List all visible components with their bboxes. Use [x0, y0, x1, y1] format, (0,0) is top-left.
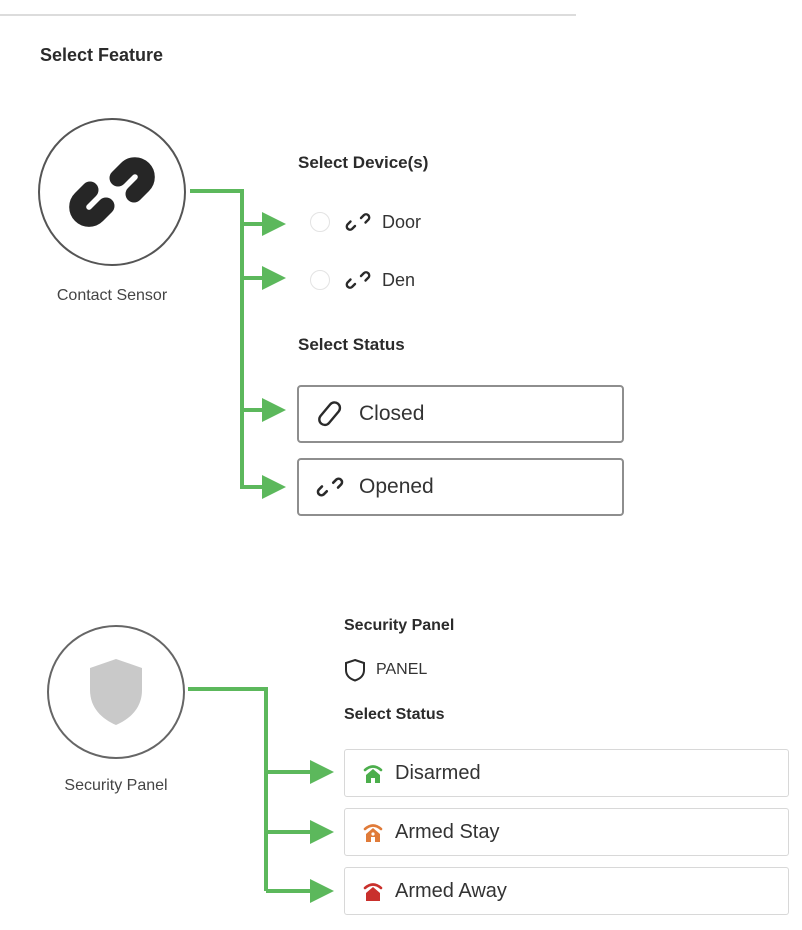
contact-select-status-heading: Select Status — [298, 335, 405, 354]
panel-device-row[interactable]: PANEL — [344, 658, 427, 682]
status-armed-away-label: Armed Away — [395, 879, 507, 902]
select-devices-heading: Select Device(s) — [298, 153, 429, 172]
security-panel-caption: Security Panel — [64, 777, 168, 794]
contact-sensor-caption: Contact Sensor — [56, 287, 168, 304]
open-link-icon — [345, 213, 371, 231]
link-icon — [69, 157, 155, 227]
device-row-door[interactable]: Door — [310, 207, 421, 237]
house-armed-stay-icon — [363, 824, 383, 842]
security-panel-heading: Security Panel — [344, 617, 455, 634]
device-door-radio[interactable] — [310, 212, 330, 232]
open-link-icon — [345, 271, 371, 289]
shield-outline-icon — [345, 658, 365, 682]
panel-device-label: PANEL — [376, 661, 428, 678]
security-panel-feature[interactable] — [47, 625, 185, 759]
status-opened-label: Opened — [359, 475, 434, 498]
status-opened-button[interactable]: Opened — [297, 458, 624, 516]
open-link-icon — [316, 477, 344, 497]
security-panel-connectors — [188, 687, 334, 903]
top-divider — [0, 14, 576, 16]
status-armed-away-button[interactable]: Armed Away — [344, 867, 789, 915]
status-closed-button[interactable]: Closed — [297, 385, 624, 443]
security-select-status-heading: Select Status — [344, 706, 445, 723]
device-row-den[interactable]: Den — [310, 265, 415, 295]
contact-sensor-connectors — [190, 189, 286, 499]
status-armed-stay-label: Armed Stay — [395, 820, 500, 843]
house-disarmed-icon — [363, 765, 383, 783]
page-title: Select Feature — [40, 45, 164, 65]
shield-icon — [90, 659, 142, 725]
status-disarmed-label: Disarmed — [395, 761, 481, 784]
device-den-radio[interactable] — [310, 270, 330, 290]
status-disarmed-button[interactable]: Disarmed — [344, 749, 789, 797]
house-armed-away-icon — [363, 883, 383, 901]
contact-sensor-feature[interactable] — [38, 118, 186, 266]
closed-link-icon — [318, 401, 342, 427]
status-armed-stay-button[interactable]: Armed Stay — [344, 808, 789, 856]
status-closed-label: Closed — [359, 402, 425, 425]
device-door-label: Door — [382, 211, 422, 232]
device-den-label: Den — [382, 269, 416, 290]
